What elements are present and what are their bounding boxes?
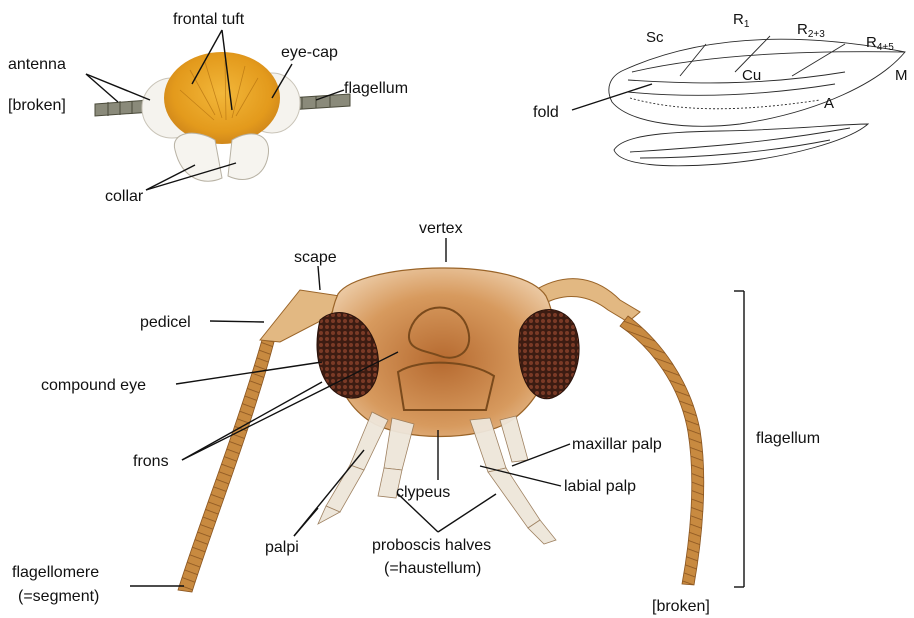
label-antenna: antenna: [8, 56, 66, 73]
hindwing-outline: [614, 124, 868, 166]
label-eye-cap: eye-cap: [281, 44, 338, 61]
flagellum-bracket: [734, 291, 744, 587]
label-frons: frons: [133, 453, 169, 470]
frontal-tuft-shape: [164, 52, 280, 144]
label-frontal-tuft: frontal tuft: [173, 11, 245, 28]
moth-head-illustration: [95, 52, 350, 181]
label-sc: Sc: [646, 29, 664, 46]
label-m: M: [895, 67, 908, 84]
label-compound-eye: compound eye: [41, 377, 146, 394]
label-pedicel: pedicel: [140, 314, 191, 331]
label-r1: R1: [733, 11, 750, 30]
right-compound-eye-shape: [519, 310, 579, 399]
label-broken-top: [broken]: [8, 97, 66, 114]
label-flagellum-bottom: flagellum: [756, 430, 820, 447]
label-fold: fold: [533, 104, 559, 121]
wing-labels: Sc R1 R2+3 R4+5 M Cu A fold: [533, 11, 908, 121]
label-a: A: [824, 95, 834, 112]
label-proboscis-halves: proboscis halves: [372, 537, 491, 554]
label-segment: (=segment): [18, 588, 99, 605]
label-r2-3: R2+3: [797, 21, 825, 40]
label-collar: collar: [105, 188, 144, 205]
label-r4-5: R4+5: [866, 34, 894, 53]
label-haustellum: (=haustellum): [384, 560, 481, 577]
wing-venation-diagram: [609, 36, 905, 166]
label-scape: scape: [294, 249, 337, 266]
label-maxillar-palp: maxillar palp: [572, 436, 662, 453]
label-palpi: palpi: [265, 539, 299, 556]
label-clypeus: clypeus: [396, 484, 450, 501]
label-broken-bottom: [broken]: [652, 598, 710, 615]
label-flagellomere: flagellomere: [12, 564, 99, 581]
label-labial-palp: labial palp: [564, 478, 636, 495]
label-vertex: vertex: [419, 220, 463, 237]
label-cu: Cu: [742, 67, 761, 84]
left-flagellum-shape: [178, 340, 274, 592]
label-flagellum-top: flagellum: [344, 80, 408, 97]
